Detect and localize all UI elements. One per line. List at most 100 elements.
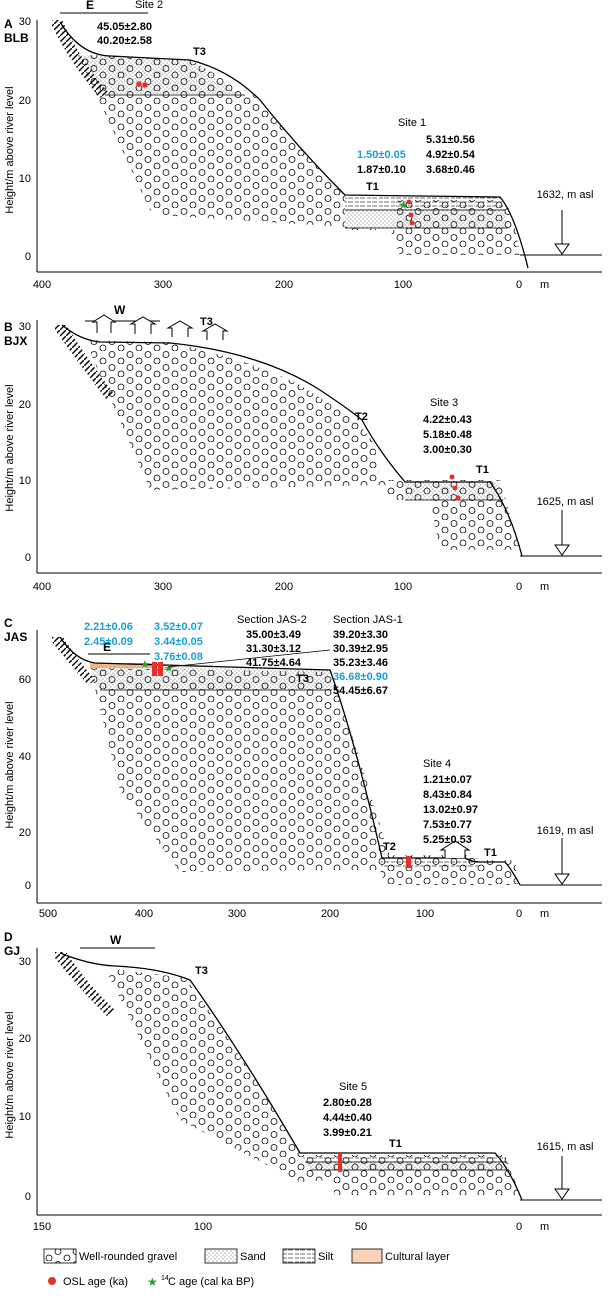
osl-age: 1.21±0.07 (423, 774, 472, 786)
x-tick: 200 (321, 908, 339, 920)
legend-swatch-cultural (351, 1248, 383, 1264)
osl-section (338, 1154, 342, 1172)
panel-name: BLB (4, 31, 29, 45)
t3-sand (82, 55, 240, 95)
x-tick: 400 (33, 581, 51, 593)
terrace-label: T1 (476, 464, 489, 476)
c14-age: 3.44±0.05 (154, 636, 203, 648)
legend-label: Sand (240, 1251, 266, 1263)
gauge-triangle (554, 243, 570, 255)
legend-osl-dot (48, 1277, 56, 1285)
osl-age: 3.00±0.30 (423, 444, 472, 456)
direction-label: E (86, 0, 94, 12)
x-tick: 400 (135, 908, 153, 920)
terrace-surface (59, 21, 529, 269)
osl-age: 45.05±2.80 (97, 21, 152, 33)
osl-dot (408, 212, 414, 218)
t1-silt (302, 1155, 507, 1162)
legend-swatch-silt (282, 1248, 316, 1264)
osl-age: 31.30±3.12 (246, 643, 301, 655)
x-tick: 200 (275, 581, 293, 593)
panel-c: ★ ★ C JAS E 60 40 20 0 500 400 300 200 1… (4, 614, 602, 920)
osl-age: 4.22±0.43 (423, 414, 472, 426)
legend-c14-star: ★ (147, 1275, 158, 1289)
legend: Well-rounded gravel Sand Silt Cultural l… (43, 1248, 450, 1289)
x-tick: 100 (394, 279, 412, 291)
osl-dot (136, 81, 142, 87)
t1-sand (305, 1162, 509, 1170)
x-tick: 100 (416, 908, 434, 920)
osl-age: 40.20±2.58 (97, 35, 152, 47)
panel-name: JAS (4, 630, 27, 644)
terrace-label: T2 (383, 841, 396, 853)
osl-age: 39.20±3.30 (333, 629, 388, 641)
panel-name: GJ (4, 944, 20, 958)
terrace-label: T1 (484, 847, 497, 859)
y-axis-label: Height/m above river level (4, 1011, 16, 1138)
y-tick: 10 (19, 1111, 31, 1123)
terrace-surface (59, 952, 523, 1201)
house-icon (91, 314, 117, 333)
panel-a: ★ A BLB E 30 20 10 0 400 300 200 100 0 m… (4, 0, 602, 291)
legend-label: OSL age (ka) (63, 1276, 128, 1288)
osl-age: 1.87±0.10 (357, 164, 406, 176)
terrace-label: T3 (200, 316, 213, 328)
osl-age: 8.43±0.84 (423, 789, 473, 801)
x-unit: m (540, 908, 549, 920)
y-tick: 20 (19, 827, 31, 839)
y-tick: 20 (19, 1033, 31, 1045)
osl-age: 7.53±0.77 (423, 819, 472, 831)
c14-star: ★ (140, 659, 150, 671)
elevation-label: 1632, m asl (537, 189, 594, 201)
terrace-surface (59, 636, 521, 886)
c14-age: 3.52±0.07 (154, 621, 203, 633)
elevation-label: 1615, m asl (537, 1141, 594, 1153)
gauge-triangle (554, 544, 570, 556)
osl-dot (142, 82, 148, 88)
osl-age: 2.80±0.28 (323, 1097, 372, 1109)
osl-age: 4.92±0.54 (426, 149, 476, 161)
osl-age: 5.18±0.48 (423, 429, 472, 441)
y-axis-label: Height/m above river level (4, 384, 16, 511)
x-tick: 0 (516, 908, 522, 920)
site-label: Site 3 (430, 397, 458, 409)
y-tick: 0 (25, 552, 31, 564)
site-label: Site 2 (135, 0, 163, 11)
c14-star: ★ (164, 663, 174, 675)
house-icon (439, 840, 471, 858)
y-tick: 60 (19, 674, 31, 686)
x-tick: 50 (355, 1221, 367, 1233)
terrace-label: T3 (296, 673, 309, 685)
y-tick: 20 (19, 399, 31, 411)
x-tick: 500 (39, 908, 57, 920)
panel-b: B BJX W 30 20 10 0 400 300 200 100 0 m T… (4, 303, 602, 593)
gravel-body (90, 668, 518, 885)
osl-age: 35.00±3.49 (246, 629, 301, 641)
x-tick: 200 (275, 279, 293, 291)
site-label: Site 5 (339, 1081, 367, 1093)
elevation-label: 1625, m asl (537, 496, 594, 508)
gauge-triangle (554, 1188, 570, 1200)
x-tick: 300 (228, 908, 246, 920)
c14-age: 2.21±0.06 (84, 621, 133, 633)
legend-label: C age (cal ka BP) (168, 1276, 254, 1288)
osl-dot (455, 495, 461, 501)
osl-dot (409, 220, 415, 226)
house-icon (201, 323, 229, 340)
direction-label: W (114, 303, 126, 317)
panel-name: BJX (4, 334, 27, 348)
c14-age: 3.76±0.08 (154, 651, 203, 663)
x-tick: 300 (154, 581, 172, 593)
panel-letter: A (4, 17, 13, 31)
osl-age: 4.44±0.40 (323, 1112, 372, 1124)
panel-letter: B (4, 320, 13, 334)
osl-age: 54.45±6.67 (333, 685, 388, 697)
x-tick: 150 (33, 1221, 51, 1233)
y-tick: 10 (19, 475, 31, 487)
terrace-label: T2 (355, 411, 368, 423)
site-label: Site 1 (398, 117, 426, 129)
x-unit: m (540, 581, 549, 593)
y-tick: 30 (19, 321, 31, 333)
section-label: Section JAS-2 (237, 614, 307, 626)
osl-age: 13.02±0.97 (423, 804, 478, 816)
